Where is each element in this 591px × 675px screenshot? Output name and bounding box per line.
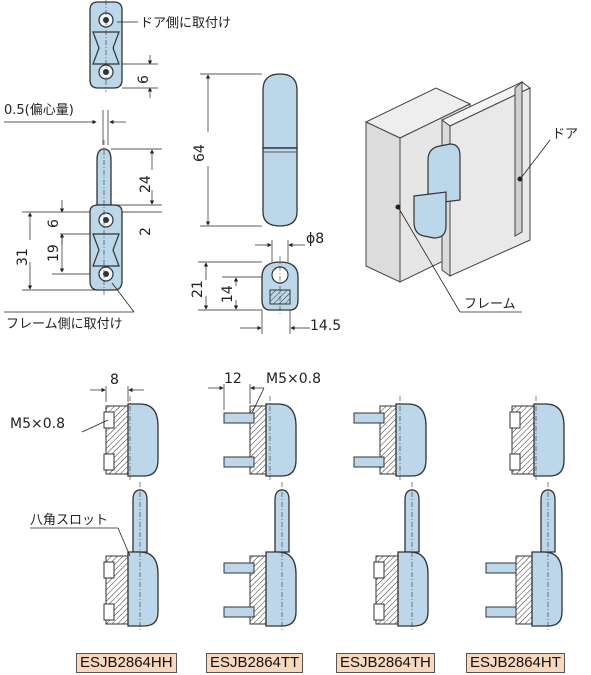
hex-slot-label: 八角スロット xyxy=(30,513,108,528)
model-tt-drawing xyxy=(223,396,297,632)
dim-6-left-text: 6 xyxy=(46,219,62,228)
frame-leader xyxy=(397,206,461,313)
dim-phi8: ϕ8 xyxy=(255,231,324,262)
frame-mount-leader xyxy=(111,282,135,313)
offset-label: 0.5(偏心量) xyxy=(4,103,74,118)
dim-6-top: 6 xyxy=(122,55,158,98)
dim-31-text: 31 xyxy=(15,248,31,266)
frame-label: フレーム xyxy=(464,297,516,312)
dim-14-5: 14.5 xyxy=(240,310,341,334)
door-mount-label: ドア側に取付け xyxy=(140,16,231,31)
dim-8: 8 xyxy=(90,372,144,402)
dim-6-left: 6 xyxy=(46,200,90,244)
thread-label-left: M5×0.8 xyxy=(10,416,65,432)
dim-24: 24 xyxy=(111,148,162,206)
pin-side-view xyxy=(262,73,298,227)
dim-31: 31 xyxy=(15,211,95,291)
dim-19-text: 19 xyxy=(46,244,62,262)
door-leader xyxy=(520,139,551,179)
dim-2-text: 2 xyxy=(138,227,154,236)
dim-21: 21 xyxy=(190,261,262,311)
offset-dim xyxy=(4,110,126,145)
frame-mount-side-view xyxy=(89,140,123,296)
dim-64: 64 xyxy=(192,73,262,227)
door-mount-top-view xyxy=(89,0,123,92)
dim-19: 19 xyxy=(46,236,90,275)
thread-top-leader xyxy=(251,387,265,414)
dim-24-text: 24 xyxy=(138,175,154,193)
pin-section-view xyxy=(261,256,299,316)
model-hh-drawing xyxy=(103,396,159,632)
model-ht-drawing xyxy=(485,396,565,632)
model-code-hh: ESJB2864HH xyxy=(76,653,177,673)
dim-21-text: 21 xyxy=(190,280,206,298)
dim-14: 14 xyxy=(220,276,262,310)
frame-mount-label: フレーム側に取付け xyxy=(6,317,123,332)
door-label: ドア xyxy=(552,127,578,142)
model-code-ht: ESJB2864HT xyxy=(466,653,565,673)
model-code-th: ESJB2864TH xyxy=(336,653,435,673)
dim-14-5-text: 14.5 xyxy=(310,318,341,334)
dim-64-text: 64 xyxy=(192,144,208,162)
installation-illustration xyxy=(364,80,531,283)
model-code-tt: ESJB2864TT xyxy=(206,653,304,673)
dim-phi8-text: ϕ8 xyxy=(306,231,324,247)
dim-2: 2 xyxy=(122,211,162,236)
thread-left-leader xyxy=(81,419,109,433)
dim-14-text: 14 xyxy=(220,285,236,303)
thread-label-top: M5×0.8 xyxy=(266,371,321,387)
hex-slot-leader xyxy=(117,527,131,557)
dim-12: 12 xyxy=(208,371,264,410)
model-th-drawing xyxy=(353,396,429,632)
dim-6-top-text: 6 xyxy=(136,75,152,84)
dim-8-text: 8 xyxy=(110,372,119,388)
dim-12-text: 12 xyxy=(224,371,242,387)
